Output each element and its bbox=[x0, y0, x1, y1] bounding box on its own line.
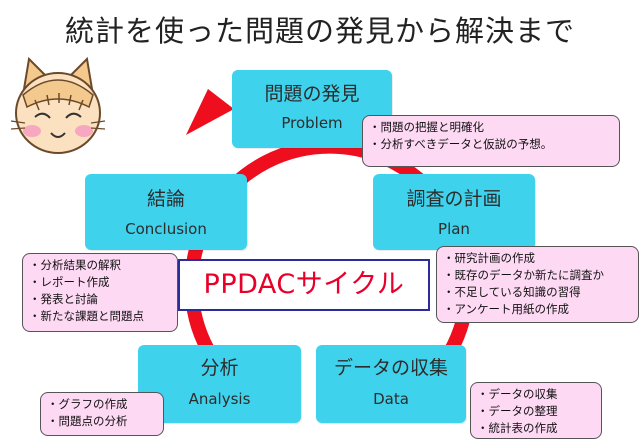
note-item: 新たな課題と問題点 bbox=[29, 308, 171, 325]
note-item: データの収集 bbox=[477, 386, 595, 403]
stage-problem-en: Problem bbox=[281, 114, 343, 132]
stage-conclusion-en: Conclusion bbox=[125, 220, 207, 238]
stage-plan: 調査の計画 Plan bbox=[373, 174, 535, 250]
note-data: データの収集データの整理統計表の作成 bbox=[470, 382, 602, 439]
note-item: 問題の把握と明確化 bbox=[369, 119, 613, 136]
page-title: 統計を使った問題の発見から解決まで bbox=[64, 14, 575, 48]
stage-conclusion-jp: 結論 bbox=[146, 188, 185, 210]
stage-problem-jp: 問題の発見 bbox=[264, 83, 360, 105]
note-item: 分析すべきデータと仮説の予想。 bbox=[369, 136, 613, 153]
note-analysis: グラフの作成問題点の分析 bbox=[40, 392, 164, 436]
note-item: 発表と討論 bbox=[29, 291, 171, 308]
note-item: 分析結果の解釈 bbox=[29, 257, 171, 274]
stage-analysis-jp: 分析 bbox=[200, 357, 239, 379]
note-plan: 研究計画の作成既存のデータか新たに調査か不足している知識の習得アンケート用紙の作… bbox=[436, 246, 639, 323]
note-item: レポート作成 bbox=[29, 274, 171, 291]
stage-data-jp: データの収集 bbox=[333, 357, 448, 379]
note-conclusion: 分析結果の解釈レポート作成発表と討論新たな課題と問題点 bbox=[22, 253, 178, 332]
note-problem-list: 問題の把握と明確化分析すべきデータと仮説の予想。 bbox=[369, 119, 613, 153]
note-analysis-list: グラフの作成問題点の分析 bbox=[47, 396, 157, 430]
stage-plan-en: Plan bbox=[438, 220, 470, 238]
stage-analysis: 分析 Analysis bbox=[138, 345, 301, 423]
stage-data-en: Data bbox=[373, 390, 409, 408]
note-problem: 問題の把握と明確化分析すべきデータと仮説の予想。 bbox=[362, 115, 620, 167]
note-item: データの整理 bbox=[477, 403, 595, 420]
note-item: 不足している知識の習得 bbox=[443, 284, 632, 301]
note-data-list: データの収集データの整理統計表の作成 bbox=[477, 386, 595, 437]
stage-conclusion: 結論 Conclusion bbox=[85, 174, 247, 250]
note-item: 既存のデータか新たに調査か bbox=[443, 267, 632, 284]
stage-plan-jp: 調査の計画 bbox=[406, 188, 502, 210]
note-item: アンケート用紙の作成 bbox=[443, 301, 632, 318]
cycle-label: PPDACサイクル bbox=[178, 259, 430, 311]
note-item: 研究計画の作成 bbox=[443, 250, 632, 267]
note-item: 問題点の分析 bbox=[47, 413, 157, 430]
note-item: グラフの作成 bbox=[47, 396, 157, 413]
note-conclusion-list: 分析結果の解釈レポート作成発表と討論新たな課題と問題点 bbox=[29, 257, 171, 325]
note-item: 統計表の作成 bbox=[477, 420, 595, 437]
stage-data: データの収集 Data bbox=[316, 345, 466, 423]
stage-analysis-en: Analysis bbox=[188, 390, 251, 408]
cat-mascot-icon bbox=[10, 56, 106, 154]
note-plan-list: 研究計画の作成既存のデータか新たに調査か不足している知識の習得アンケート用紙の作… bbox=[443, 250, 632, 318]
